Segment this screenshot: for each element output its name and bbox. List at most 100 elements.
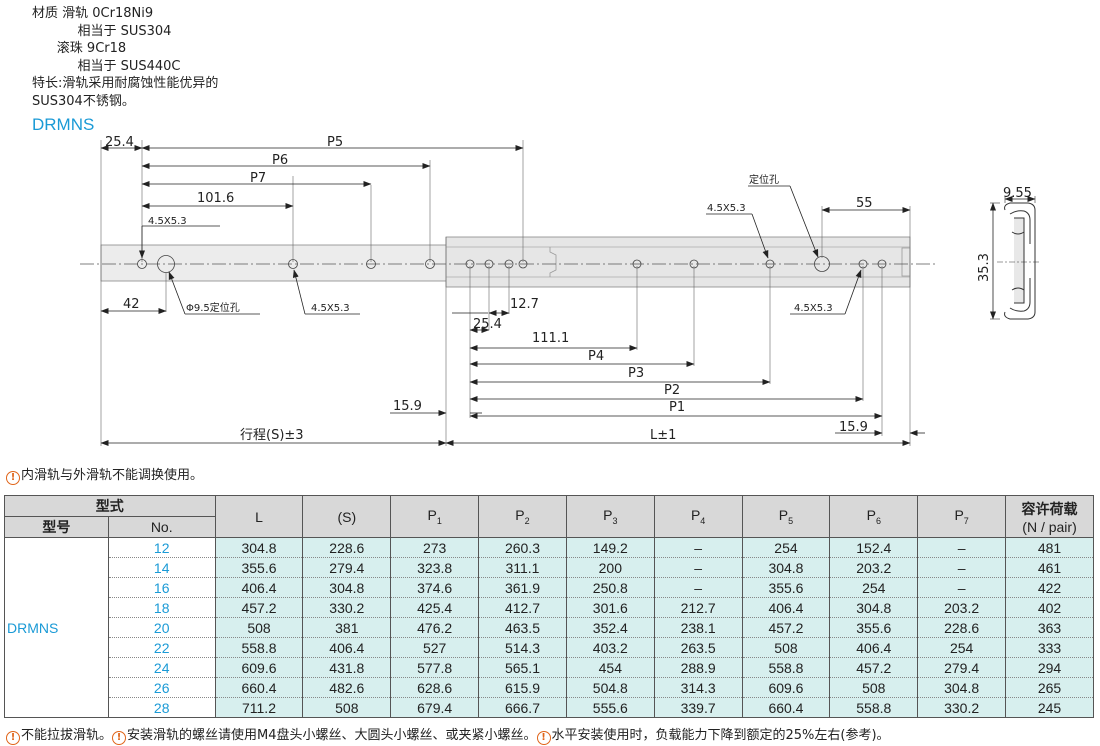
table-cell: 212.7: [653, 597, 743, 618]
dim-p5: P5: [327, 135, 343, 150]
header-model: 型号: [4, 516, 109, 538]
table-cell: 504.8: [565, 677, 655, 698]
size-no-cell: 14: [107, 557, 216, 578]
size-no-cell: 12: [107, 537, 216, 558]
table-cell: 363: [1005, 617, 1094, 638]
table-cell: 203.2: [829, 557, 919, 578]
table-cell: 660.4: [741, 697, 831, 718]
table-cell: 558.8: [214, 637, 304, 658]
table-cell: 527: [390, 637, 480, 658]
table-cell: 615.9: [478, 677, 567, 698]
header-load-line1: 容许荷载: [1021, 500, 1078, 517]
locating-hole-label: 定位孔: [749, 173, 779, 186]
table-cell: 323.8: [390, 557, 480, 578]
hole-label-c: 4.5X5.3: [311, 303, 350, 314]
table-cell: 330.2: [302, 597, 392, 618]
header-load: 容许荷载(N / pair): [1005, 495, 1094, 538]
material-spec: 材质 滑轨 0Cr18Ni9 相当于 SUS304 滚珠 9Cr18 相当于 S…: [32, 5, 218, 110]
table-cell: 355.6: [741, 577, 831, 598]
header-P3-label: P: [603, 507, 613, 524]
table-cell: 457.2: [214, 597, 304, 618]
table-cell: 431.8: [302, 657, 392, 678]
material-line-3: 滚珠 9Cr18: [32, 41, 127, 56]
table-cell: –: [917, 577, 1007, 598]
feature-line-1: 特长:滑轨采用耐腐蚀性能优异的: [32, 76, 219, 91]
table-cell: 254: [917, 637, 1007, 658]
note-bottom: !不能拉拔滑轨。!安装滑轨的螺丝请使用M4盘头小螺丝、大圆头小螺丝、或夹紧小螺丝…: [6, 724, 890, 745]
dim-9-55: 9.55: [1003, 186, 1032, 201]
table-cell: 149.2: [565, 537, 655, 558]
table-cell: 273: [390, 537, 480, 558]
table-cell: 279.4: [917, 657, 1007, 678]
dim-101-6: 101.6: [197, 191, 234, 206]
header-S: (S): [302, 495, 392, 538]
table-cell: 203.2: [917, 597, 1007, 618]
table-cell: 508: [214, 617, 304, 638]
locating-hole-d-label: Φ9.5定位孔: [186, 301, 240, 314]
rail-drawing: 25.4 P5 P6 P7 101.6 4.5X5.3 定位孔 4.5X5.3 …: [80, 135, 1040, 446]
hole-label-d: 4.5X5.3: [794, 303, 833, 314]
dim-p4: P4: [588, 349, 604, 364]
table-cell: 660.4: [214, 677, 304, 698]
table-cell: 406.4: [302, 637, 392, 658]
table-cell: 514.3: [478, 637, 567, 658]
header-P5-label: P: [778, 507, 789, 524]
header-P2: P2: [478, 495, 567, 538]
dim-55: 55: [856, 196, 873, 211]
table-cell: –: [917, 557, 1007, 578]
table-cell: 666.7: [478, 697, 567, 718]
table-cell: 263.5: [653, 637, 743, 658]
dim-15-9-left: 15.9: [393, 399, 422, 414]
table-cell: 228.6: [302, 537, 392, 558]
dim-35-3: 35.3: [977, 253, 992, 282]
header-type: 型式: [4, 495, 216, 517]
dim-p7: P7: [250, 171, 266, 186]
table-cell: 304.8: [917, 677, 1007, 698]
table-cell: 304.8: [214, 537, 304, 558]
table-cell: 482.6: [302, 677, 392, 698]
outer-rail-body: [100, 244, 452, 282]
note-bottom-2: 安装滑轨的螺丝请使用M4盘头小螺丝、大圆头小螺丝、或夹紧小螺丝。: [127, 728, 537, 743]
header-P7: P7: [917, 495, 1007, 538]
table-cell: 508: [829, 677, 919, 698]
hole-label-a: 4.5X5.3: [148, 216, 187, 227]
table-cell: 355.6: [829, 617, 919, 638]
table-cell: 228.6: [917, 617, 1007, 638]
table-cell: 508: [302, 697, 392, 718]
table-cell: 406.4: [741, 597, 831, 618]
table-cell: 457.2: [829, 657, 919, 678]
table-cell: 279.4: [302, 557, 392, 578]
table-cell: 314.3: [653, 677, 743, 698]
size-no-cell: 22: [107, 637, 216, 658]
table-cell: 461: [1005, 557, 1094, 578]
dim-12-7: 12.7: [510, 297, 539, 312]
table-cell: 238.1: [653, 617, 743, 638]
size-no-cell: 28: [107, 697, 216, 718]
table-cell: 152.4: [829, 537, 919, 558]
size-no-cell: 18: [107, 597, 216, 618]
warning-icon: !: [536, 731, 551, 745]
inner-rail-body: [445, 236, 911, 288]
table-cell: 609.6: [214, 657, 304, 678]
model-title: DRMNS: [32, 115, 95, 134]
table-cell: 403.2: [565, 637, 655, 658]
table-cell: 260.3: [478, 537, 567, 558]
note-bottom-1: 不能拉拔滑轨。: [21, 728, 113, 743]
table-cell: 406.4: [214, 577, 304, 598]
table-cell: 406.4: [829, 637, 919, 658]
table-cell: 304.8: [302, 577, 392, 598]
dim-p2: P2: [664, 383, 680, 398]
table-cell: 609.6: [741, 677, 831, 698]
table-cell: 558.8: [741, 657, 831, 678]
header-P5: P5: [741, 495, 831, 538]
header-L: L: [214, 495, 304, 538]
table-cell: 304.8: [829, 597, 919, 618]
table-cell: 333: [1005, 637, 1094, 658]
size-no-cell: 24: [107, 657, 216, 678]
material-line-4: 相当于 SUS440C: [32, 58, 181, 74]
dim-25-4-bottom: 25.4: [473, 317, 502, 332]
